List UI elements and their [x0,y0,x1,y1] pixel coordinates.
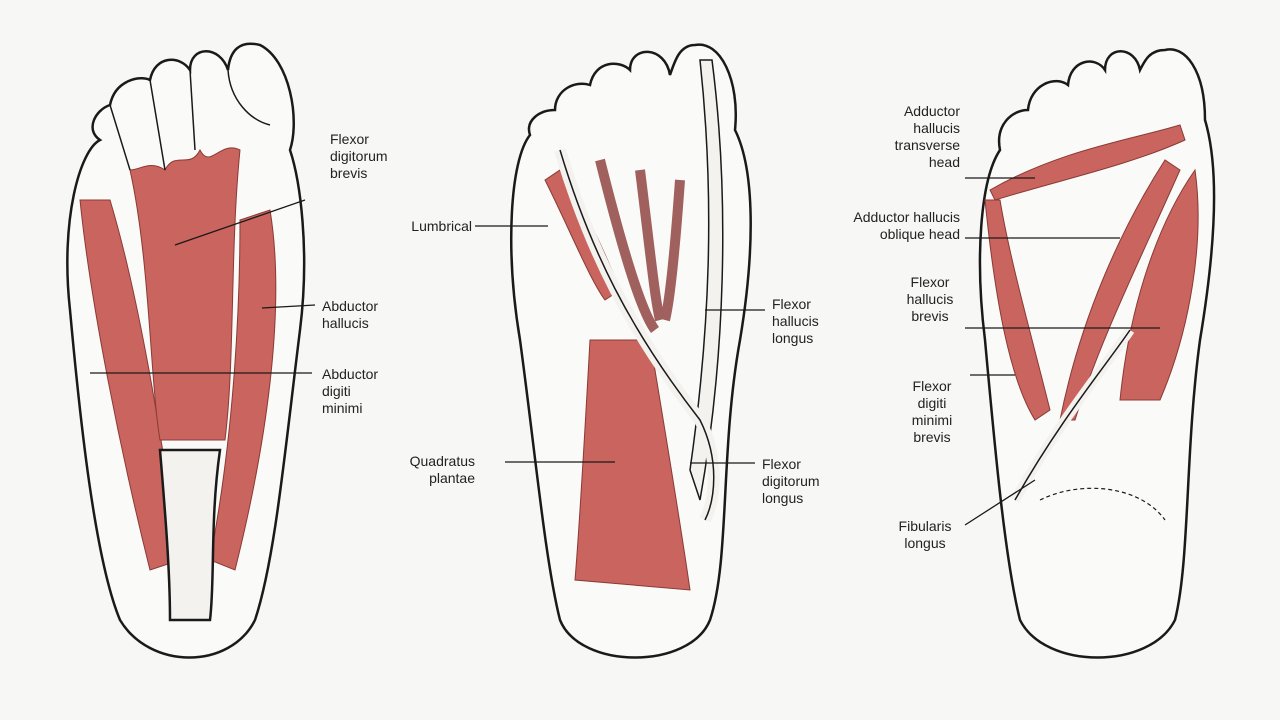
label-line: minimi [911,412,953,428]
label-flexor-hallucis-longus: Flexor hallucis longus [772,296,819,347]
label-quadratus-plantae: Quadratus plantae [395,453,475,487]
leader-lines [90,177,1160,526]
label-adductor-hallucis-transverse-head: Adductor hallucis transverse head [860,103,960,171]
label-line: Flexor [912,378,952,394]
label-line: plantae [429,470,475,486]
label-line: Flexor [772,296,811,312]
label-flexor-digitorum-longus: Flexor digitorum longus [762,456,820,507]
label-line: Flexor [762,456,801,472]
label-line: Lumbrical [411,218,472,234]
label-line: head [928,154,960,170]
label-line: Adductor hallucis [853,209,960,225]
label-line: hallucis [913,120,960,136]
label-line: longus [762,490,804,506]
label-line: digiti [917,395,947,411]
label-line: digiti [322,383,351,399]
label-line: oblique head [879,226,960,242]
label-line: digitorum [330,148,388,164]
label-flexor-digiti-minimi-brevis: Flexor digiti minimi brevis [900,378,964,446]
label-line: hallucis [772,313,819,329]
label-line: Abductor [322,298,379,314]
label-line: Flexor [330,131,369,147]
foot-second-layer [510,43,752,659]
label-line: Flexor [910,274,950,290]
label-line: Abductor [322,366,379,382]
label-line: hallucis [322,315,369,331]
label-line: minimi [322,400,363,416]
label-flexor-digitorum-brevis: Flexor digitorum brevis [330,131,388,182]
label-line: brevis [330,165,368,181]
label-line: longus [904,535,946,551]
label-line: longus [772,330,814,346]
label-lumbrical: Lumbrical [392,218,472,235]
label-line: transverse [894,137,960,153]
label-adductor-hallucis-oblique-head: Adductor hallucis oblique head [800,209,960,243]
label-flexor-hallucis-brevis: Flexor hallucis brevis [895,274,965,325]
label-fibularis-longus: Fibularis longus [885,518,965,552]
label-abductor-hallucis: Abductor hallucis [322,298,378,332]
label-line: digitorum [762,473,820,489]
label-line: Quadratus [409,453,475,469]
label-abductor-digiti-minimi: Abductor digiti minimi [322,366,378,417]
label-line: Adductor [903,103,960,119]
label-line: brevis [911,308,949,324]
label-line: hallucis [906,291,954,307]
label-line: Fibularis [898,518,952,534]
label-line: brevis [913,429,951,445]
foot-superficial [66,42,306,659]
foot-third-layer [978,48,1216,659]
